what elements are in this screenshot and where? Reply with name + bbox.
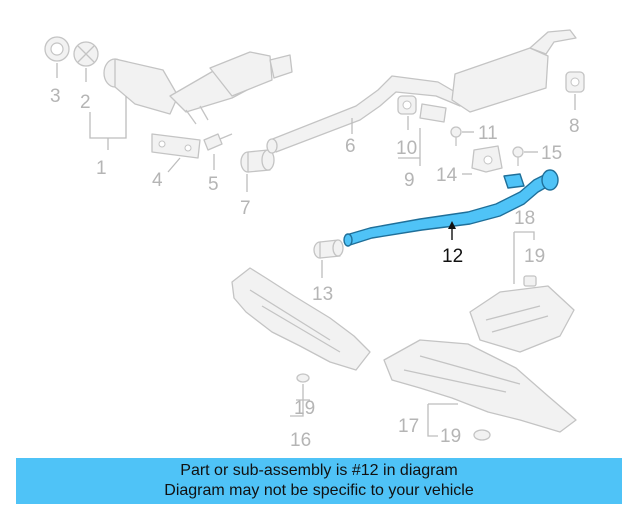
part-8-hanger[interactable] xyxy=(565,71,585,93)
callout-4: 4 xyxy=(152,170,163,191)
part-9-bracket[interactable] xyxy=(419,103,447,123)
callout-19-left: 19 xyxy=(294,398,315,419)
part-2-clamp[interactable] xyxy=(73,41,99,67)
rear-muffler[interactable] xyxy=(451,29,577,113)
callout-5: 5 xyxy=(208,174,219,195)
leader-9 xyxy=(398,128,421,166)
callout-6: 6 xyxy=(345,136,356,157)
callout-3: 3 xyxy=(50,86,61,107)
callout-13: 13 xyxy=(312,284,333,305)
callout-8: 8 xyxy=(569,116,580,137)
part-19-clip-lower-left[interactable] xyxy=(296,373,310,383)
leader-17 xyxy=(427,403,458,437)
info-banner: Part or sub-assembly is #12 in diagram D… xyxy=(16,458,622,504)
part-19-clip-upper[interactable] xyxy=(523,275,537,287)
callout-2: 2 xyxy=(80,92,91,113)
part-1-catalytic-converter[interactable] xyxy=(103,51,293,125)
leader-18 xyxy=(513,231,535,284)
leader-4 xyxy=(167,157,181,173)
part-11-bolt[interactable] xyxy=(450,126,462,146)
callout-12: 12 xyxy=(442,246,463,267)
callout-1: 1 xyxy=(96,158,107,179)
leader-1 xyxy=(89,96,127,150)
part-15-bolt[interactable] xyxy=(512,146,524,166)
callout-7: 7 xyxy=(240,198,251,219)
callout-19-bottom: 19 xyxy=(440,426,461,447)
part-7-clamp-sleeve[interactable] xyxy=(240,149,275,173)
leader-16-19 xyxy=(290,384,310,417)
part-5-bolt[interactable] xyxy=(203,133,233,151)
callout-15: 15 xyxy=(541,143,562,164)
part-16-heat-shield[interactable] xyxy=(231,267,371,371)
banner-line-1: Part or sub-assembly is #12 in diagram xyxy=(180,462,458,479)
callout-17: 17 xyxy=(398,416,419,437)
callout-9: 9 xyxy=(404,170,415,191)
leader-12-arrow xyxy=(448,221,456,229)
part-4-bracket[interactable] xyxy=(151,133,201,159)
callout-10: 10 xyxy=(396,138,417,159)
part-13-clamp[interactable] xyxy=(313,239,344,259)
part-12-tailpipe[interactable] xyxy=(343,169,559,247)
banner-line-2: Diagram may not be specific to your vehi… xyxy=(164,482,474,499)
part-3-gasket[interactable] xyxy=(44,36,70,62)
callout-16: 16 xyxy=(290,430,311,451)
callout-19-upper: 19 xyxy=(524,246,545,267)
part-17-heat-shield[interactable] xyxy=(383,339,577,433)
callout-18: 18 xyxy=(514,208,535,229)
callout-11: 11 xyxy=(478,123,498,144)
callout-14: 14 xyxy=(436,165,458,186)
part-14-mount-bracket[interactable] xyxy=(471,145,503,173)
part-18-heat-shield[interactable] xyxy=(469,285,575,353)
part-19-clip-lower-right[interactable] xyxy=(473,429,491,441)
part-10-rubber-hanger[interactable] xyxy=(397,95,417,115)
